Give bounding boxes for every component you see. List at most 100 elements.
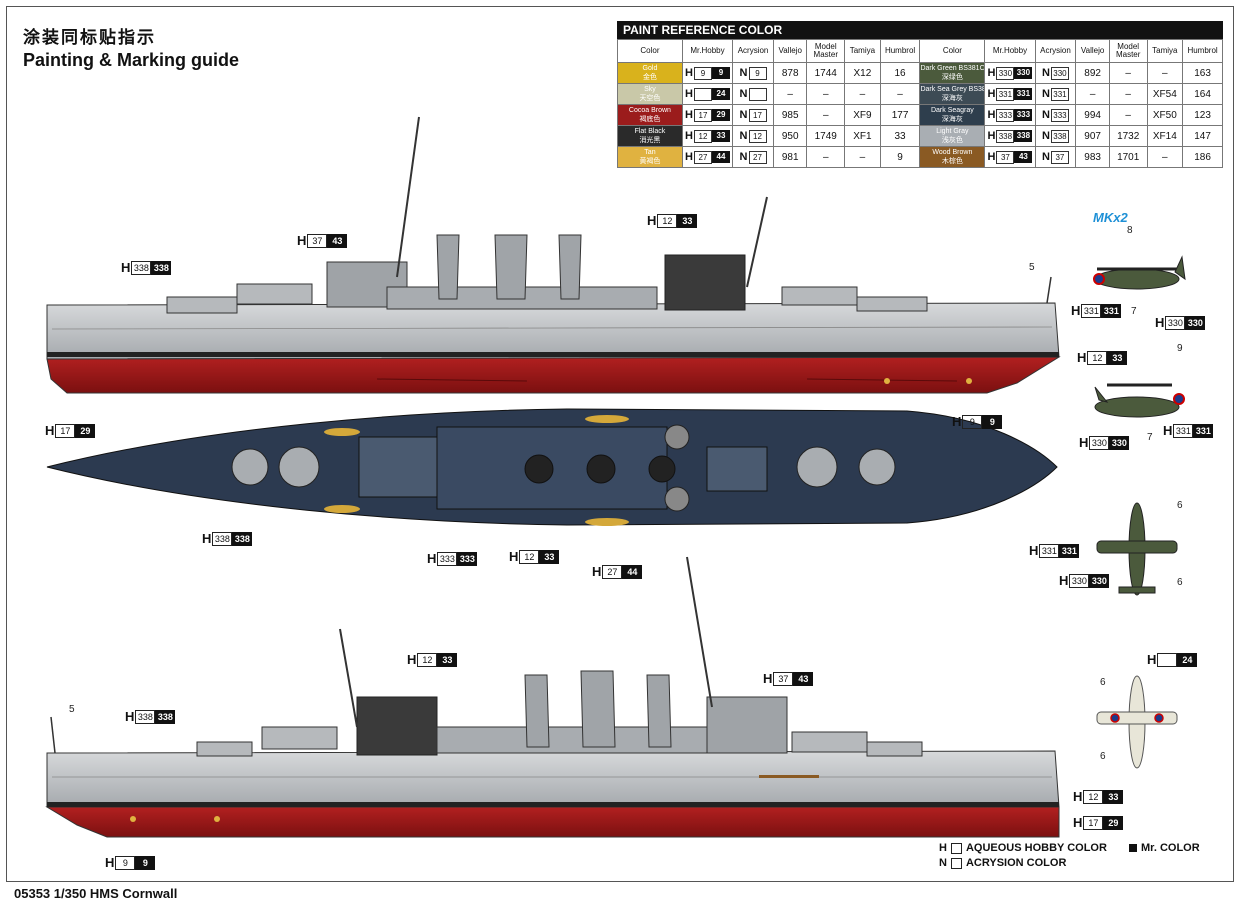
callout-black-code: 44 [622, 564, 643, 579]
column-header: Tamiya [844, 39, 881, 63]
callout-letter: H [1147, 652, 1157, 667]
callout-letter: H [592, 564, 602, 579]
callout-letter: H [509, 549, 519, 564]
callout-box-code: 12 [1083, 789, 1104, 804]
callout-letter: H [407, 652, 417, 667]
column-header: Mr.Hobby [681, 39, 734, 63]
decal-number: 5 [69, 704, 75, 715]
callout-letter: H [1059, 573, 1069, 588]
callout-box-code: 12 [417, 652, 438, 667]
callout-letter: H [125, 709, 135, 724]
aircraft-count-label: MKx2 [1093, 210, 1128, 225]
decal-number: 7 [1131, 306, 1137, 317]
callout-letter: H [297, 233, 307, 248]
legend-box-icon [950, 857, 962, 869]
product-footer: 05353 1/350 HMS Cornwall [14, 886, 178, 901]
callout-black-code: 33 [677, 213, 698, 228]
column-header: Color [919, 39, 986, 63]
callout-letter: H [1029, 543, 1039, 558]
plan-view-deck [46, 408, 1058, 526]
aircraft-top [1096, 502, 1178, 596]
callout-box-code: 37 [773, 671, 794, 686]
callout-box-code: 12 [1087, 350, 1108, 365]
callout-letter: H [1071, 303, 1081, 318]
legend-square-icon [1129, 844, 1137, 852]
callout-black-code: 338 [155, 709, 176, 724]
paint-value: 186 [1182, 146, 1223, 168]
callout-black-code: 33 [1107, 350, 1128, 365]
callout-box-code: 338 [131, 260, 152, 275]
callout-box-code: 12 [657, 213, 678, 228]
callout-black-code: 331 [1193, 423, 1214, 438]
callout-box-code: 17 [55, 423, 76, 438]
callout-letter: H [45, 423, 55, 438]
callout-black-code: 29 [1103, 815, 1124, 830]
instruction-sheet: 涂装同标贴指示 Painting & Marking guide PAINT R… [6, 6, 1234, 882]
callout-letter: H [1077, 350, 1087, 365]
legend-box-icon [950, 842, 962, 854]
callout-letter: H [105, 855, 115, 870]
callout-box-code: 331 [1081, 303, 1102, 318]
callout-box-code: 9 [115, 855, 136, 870]
decal-number: 9 [1177, 343, 1183, 354]
paint-table-title: PAINT REFERENCE COLOR [617, 21, 1223, 39]
color-swatch: Dark Sea Grey BS381C/638深海灰 [920, 84, 984, 104]
callout-box-code [1157, 652, 1178, 667]
callout-box-code: 331 [1039, 543, 1060, 558]
decal-number: 5 [1029, 262, 1035, 273]
callout-letter: H [1163, 423, 1173, 438]
callout-box-code: 331 [1173, 423, 1194, 438]
callout-black-code: 330 [1109, 435, 1130, 450]
ship-drawings [45, 116, 1186, 838]
side-view-port [45, 556, 1060, 838]
callout-black-code: 338 [151, 260, 172, 275]
column-header: Color [617, 39, 683, 63]
callout-black-code: 33 [539, 549, 560, 564]
aircraft-side-1 [1093, 255, 1186, 290]
column-header: Vallejo [1075, 39, 1110, 63]
aircraft-bottom [1096, 675, 1178, 769]
callout-black-code: 9 [982, 414, 1003, 429]
legend-acrysion: N ACRYSION COLOR [939, 857, 1067, 869]
legend-acrysion-text: ACRYSION COLOR [965, 857, 1067, 869]
callout-black-code: 33 [1103, 789, 1124, 804]
callout-box-code: 12 [519, 549, 540, 564]
callout-letter: H [952, 414, 962, 429]
column-header: Humbrol [1182, 39, 1223, 63]
